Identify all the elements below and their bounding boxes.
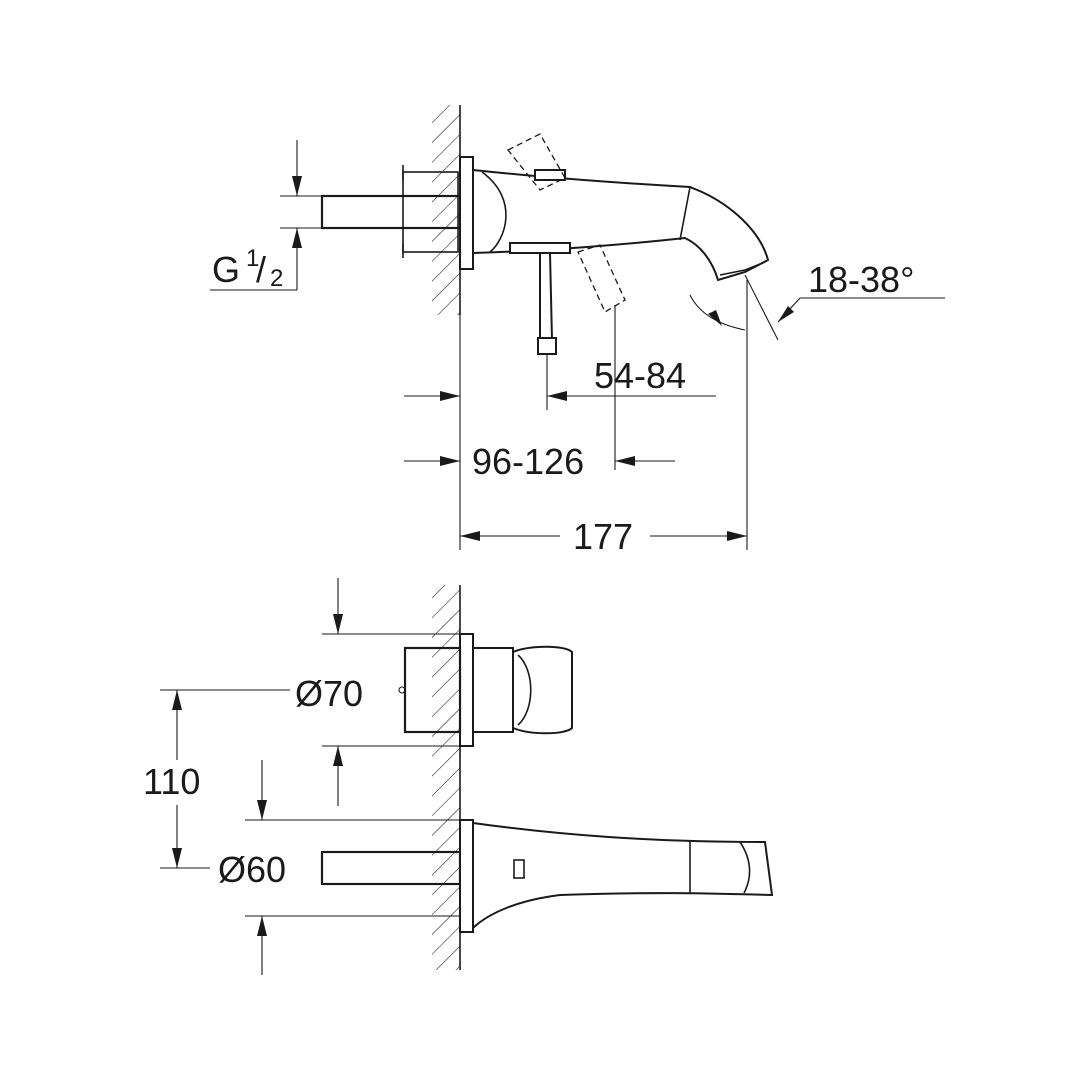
dim-projection-label: 177	[573, 516, 633, 557]
top-view: Ø70 110 Ø60	[143, 578, 774, 975]
handle-collar	[472, 647, 514, 733]
dia60-arrow-top	[257, 800, 267, 820]
spout-logo	[513, 859, 525, 879]
thread-arrow-bottom	[292, 228, 302, 248]
side-view: G 1 / 2 18-38° 54-84 96-126 177	[210, 105, 945, 557]
handle-lever-contour	[517, 654, 532, 726]
dim110-arrow-bottom	[172, 848, 182, 868]
lever-tip	[537, 337, 557, 355]
dim-body-depth-left-arrow	[440, 456, 460, 466]
dim-projection-right-arrow	[727, 531, 747, 541]
angle-ext-line	[744, 274, 779, 341]
dia70-arrow-bottom	[333, 746, 343, 766]
spout-body-top	[472, 821, 774, 931]
dim-body-depth-right-arrow	[615, 456, 635, 466]
lever-alt-up	[506, 133, 566, 191]
lever-base	[534, 169, 566, 181]
dia70-label: Ø70	[295, 673, 363, 714]
wall-hatch-lower	[432, 585, 460, 970]
spout-body-side	[472, 168, 770, 282]
rosette-plate-side	[459, 156, 474, 270]
dia70-arrow-top	[333, 614, 343, 634]
spout-inner-contour	[481, 171, 507, 253]
handle-rosette-plate	[459, 633, 474, 747]
angle-arc	[689, 294, 746, 331]
handle-screw-dot	[398, 686, 406, 694]
thread-fraction-num: 1	[246, 245, 259, 272]
angle-arrow-left	[708, 310, 722, 326]
wall-hatch-upper	[432, 105, 460, 315]
dim110-label: 110	[143, 761, 200, 802]
spout-rosette-plate	[459, 819, 474, 933]
lever-alt-down	[577, 244, 626, 313]
thread-fraction-den: 2	[270, 265, 283, 292]
lever-handle-down	[539, 252, 554, 341]
dim-lever-offset-arrow	[547, 391, 567, 401]
spout-outlet	[719, 261, 766, 276]
thread-label-main: G	[212, 249, 240, 290]
mounting-bracket	[402, 171, 459, 253]
thread-arrow-top	[292, 176, 302, 196]
dim-lever-offset-label: 54-84	[594, 355, 686, 396]
dia60-arrow-bottom	[257, 916, 267, 936]
dim-lever-offset-left-arrow	[440, 391, 460, 401]
angle-arrow-right	[778, 306, 794, 322]
lever-shank	[509, 242, 571, 254]
spout-ring	[679, 186, 691, 241]
dim110-arrow-top	[172, 690, 182, 710]
dim-projection-left-arrow	[460, 531, 480, 541]
dim-body-depth-label: 96-126	[472, 441, 584, 482]
thread-fraction-sep: /	[256, 249, 266, 290]
spout-tip-contour	[739, 841, 751, 894]
dia60-label: Ø60	[218, 849, 286, 890]
angle-label: 18-38°	[808, 259, 914, 300]
